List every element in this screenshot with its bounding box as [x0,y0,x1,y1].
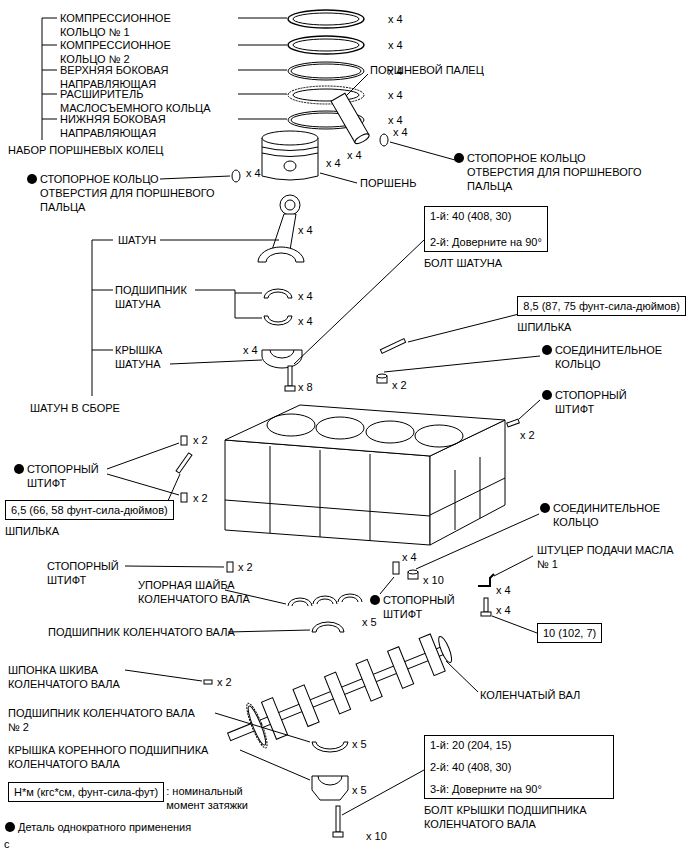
part-label: СОЕДИНИТЕЛЬНОЕ КОЛЬЦО [555,343,685,371]
part-label: СОЕДИНИТЕЛЬНОЕ КОЛЬЦО [553,501,683,529]
quantity-callout: x 4 [388,88,403,102]
part-label: ШПОНКА ШКИВА КОЛЕНЧАТОГО ВАЛА [8,663,148,691]
torque-spec-box: 1-й: 20 (204, 15) 2-й: 40 (408, 30) 3-й: Д… [424,735,614,831]
part-label: c [4,837,10,851]
part-label: ПОДШИПНИК ШАТУНА [115,283,205,311]
spec-border: 10 (102, 7) [537,623,602,643]
quantity-callout: x 4 [388,113,403,127]
legend-text: Деталь однократного применения [18,820,191,834]
quantity-callout: x 4 [347,148,362,162]
part-label: СТОПОРНОЕ КОЛЬЦО ОТВЕРСТИЯ ДЛЯ ПОРШНЕВОГ… [467,151,642,193]
part-label: ШТУЦЕР ПОДАЧИ МАСЛА № 1 [537,543,677,571]
part-label: ШАТУН В СБОРЕ [30,401,120,415]
torque-value: 3-й: Доверните на 90° [430,782,608,796]
part-label: ПОРШНЕВОЙ ПАЛЕЦ [370,63,484,77]
part-label: КОЛЕНЧАТЫЙ ВАЛ [480,688,580,702]
part-label: СТОПОРНЫЙ ШТИФТ [27,462,127,490]
torque-value: 10 (102, 7) [543,626,596,640]
part-label: КРЫШКА КОРЕННОГО ПОДШИПНИКА КОЛЕНЧАТОГО … [8,743,238,771]
torque-spec-box: Н*м (кгс*см, фунт-сила-фут) : номинальный… [8,782,261,812]
part-label: НИЖНЯЯ БОКОВАЯ НАПРАВЛЯЮЩАЯ [60,112,195,140]
part-label: ПОДШИПНИК КОЛЕНЧАТОГО ВАЛА № 2 [8,706,208,734]
part-label: НАБОР ПОРШНЕВЫХ КОЛЕЦ [8,143,163,157]
part-name: БОЛТ ШАТУНА [424,256,548,270]
quantity-callout: x 2 [392,378,407,392]
quantity-callout: x 5 [352,737,367,751]
quantity-callout: x 4 [298,223,313,237]
part-label: РАСШИРИТЕЛЬ МАСЛОСЪЕМНОГО КОЛЬЦА [60,87,235,115]
part-name: ШПИЛЬКА [5,524,174,538]
part-label: УПОРНАЯ ШАЙБА КОЛЕНЧАТОГО ВАЛА [138,578,278,606]
quantity-callout: x 4 [298,289,313,303]
torque-value: Н*м (кгс*см, фунт-сила-фут) [14,785,158,799]
torque-value: 6,5 (66, 58 фунт-сила-дюймов) [11,503,168,517]
quantity-callout: x 4 [402,550,417,564]
quantity-callout: x 4 [326,156,341,170]
spec-border: 8,5 (87, 75 фунт-сила-дюймов) [517,296,686,316]
part-label: КРЫШКА ШАТУНА [115,343,205,371]
quantity-callout: x 4 [496,583,511,597]
part-label: СТОПОРНЫЙ ШТИФТ [47,559,147,587]
torque-value: 2-й: Доверните на 90° [430,235,542,249]
quantity-callout: x 2 [193,491,208,505]
quantity-callout: x 4 [246,166,261,180]
quantity-callout: x 4 [388,12,403,26]
quantity-callout: x 4 [393,125,408,139]
part-label: ПОРШЕНЬ [360,176,416,190]
quantity-callout: x 2 [217,675,232,689]
torque-value: 8,5 (87, 75 фунт-сила-дюймов) [523,299,680,313]
spec-border: 1-й: 40 (408, 30) 2-й: Доверните на 90° [424,206,548,252]
part-label: ШАТУН [118,233,156,247]
spec-border: Н*м (кгс*см, фунт-сила-фут) [8,782,164,802]
one-time-use-dot [4,821,16,833]
quantity-callout: x 5 [352,783,367,797]
quantity-callout: x 2 [193,433,208,447]
quantity-callout: x 4 [496,603,511,617]
quantity-callout: x 4 [388,38,403,52]
torque-spec-box: 8,5 (87, 75 фунт-сила-дюймов) ШПИЛЬКА [517,296,686,334]
torque-value: 1-й: 40 (408, 30) [430,209,542,223]
torque-value: 2-й: 40 (408, 30) [430,760,608,774]
quantity-callout: x 10 [366,829,387,843]
spec-border: 1-й: 20 (204, 15) 2-й: 40 (408, 30) 3-й: Д… [424,735,614,799]
quantity-callout: x 4 [243,343,258,357]
torque-spec-box: 10 (102, 7) [537,623,602,643]
part-name: : номинальный момент затяжки [166,784,261,812]
part-label: КОМПРЕССИОННОЕ КОЛЬЦО № 2 [60,38,195,66]
quantity-callout: x 2 [238,560,253,574]
quantity-callout: x 10 [423,573,444,587]
part-label: ПОДШИПНИК КОЛЕНЧАТОГО ВАЛА [48,625,235,639]
part-label: ВЕРХНЯЯ БОКОВАЯ НАПРАВЛЯЮЩАЯ [60,63,195,91]
torque-spec-box: 1-й: 40 (408, 30) 2-й: Доверните на 90° БО… [424,206,548,270]
part-name: БОЛТ КРЫШКИ ПОДШИПНИКА КОЛЕНЧАТОГО ВАЛА [424,803,614,831]
part-label: СТОПОРНОЕ КОЛЬЦО ОТВЕРСТИЯ ДЛЯ ПОРШНЕВОГ… [40,172,225,214]
quantity-callout: x 4 [298,314,313,328]
quantity-callout: x 2 [520,428,535,442]
quantity-callout: x 5 [362,615,377,629]
quantity-callout: x 8 [298,380,313,394]
torque-value: 1-й: 20 (204, 15) [430,738,608,752]
spec-border: 6,5 (66, 58 фунт-сила-дюймов) [5,500,174,520]
part-label: СТОПОРНЫЙ ШТИФТ [555,388,655,416]
part-label: КОМПРЕССИОННОЕ КОЛЬЦО № 1 [60,11,195,39]
part-label: СТОПОРНЫЙ ШТИФТ [383,593,483,621]
torque-spec-box: 6,5 (66, 58 фунт-сила-дюймов) ШПИЛЬКА [5,500,174,538]
part-name: ШПИЛЬКА [517,320,686,334]
